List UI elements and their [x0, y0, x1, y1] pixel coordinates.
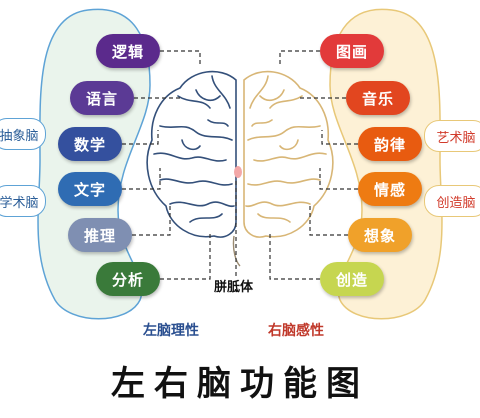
left-category-tag: 抽象脑 [0, 118, 46, 150]
left-function-bubble: 分析 [96, 262, 160, 296]
connector-line [321, 130, 358, 145]
right-function-bubble: 韵律 [358, 127, 422, 161]
connector-line [122, 130, 159, 145]
brain-stem [232, 235, 241, 267]
left-function-bubble: 文字 [58, 172, 122, 206]
right-category-tag: 艺术脑 [424, 120, 480, 152]
connector-line [319, 168, 358, 190]
left-category-tag: 学术脑 [0, 185, 46, 217]
connector-line [269, 232, 320, 280]
right-function-bubble: 创造 [320, 262, 384, 296]
right-function-bubble: 情感 [358, 172, 422, 206]
connector-line [160, 50, 201, 66]
left-function-bubble: 数学 [58, 127, 122, 161]
corpus-callosum-label: 胼胝体 [214, 280, 254, 295]
left-function-bubble: 语言 [70, 81, 134, 115]
left-function-bubble: 推理 [68, 218, 132, 252]
connector-line [132, 206, 171, 236]
right-brain-caption: 右脑感性 [268, 323, 324, 339]
left-brain-caption: 左脑理性 [143, 323, 199, 339]
connector-line [279, 50, 320, 66]
left-hemisphere [146, 70, 237, 238]
right-category-tag: 创造脑 [424, 185, 480, 217]
right-function-bubble: 音乐 [346, 81, 410, 115]
right-hemisphere [243, 70, 334, 238]
left-function-bubble: 逻辑 [96, 34, 160, 68]
right-function-bubble: 想象 [348, 218, 412, 252]
connector-line [122, 168, 161, 190]
connector-line [309, 206, 348, 236]
connector-line [160, 232, 211, 280]
connector-lines [122, 50, 358, 280]
corpus-callosum-marker [234, 166, 242, 178]
right-function-bubble: 图画 [320, 34, 384, 68]
page-title: 左右脑功能图 [111, 364, 369, 404]
